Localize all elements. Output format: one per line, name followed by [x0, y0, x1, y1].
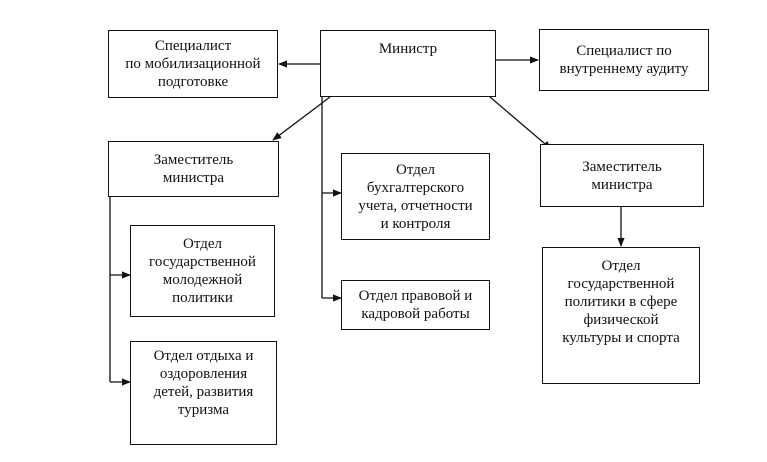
edge-minister-deputy-right — [489, 96, 552, 150]
edge-minister-deputy-left — [272, 96, 331, 141]
node-children-tourism-dept: Отдел отдыха и оздоровления детей, разви… — [130, 341, 277, 445]
node-audit-specialist: Специалист по внутреннему аудиту — [539, 29, 709, 91]
node-accounting-dept: Отдел бухгалтерского учета, отчетности и… — [341, 153, 490, 240]
node-deputy-right: Заместитель министра — [540, 144, 704, 207]
node-mobilization-specialist: Специалист по мобилизационной подготовке — [108, 30, 278, 98]
node-legal-hr-dept: Отдел правовой и кадровой работы — [341, 280, 490, 330]
node-deputy-left: Заместитель министра — [108, 141, 279, 197]
node-youth-policy-dept: Отдел государственной молодежной политик… — [130, 225, 275, 317]
node-sports-policy-dept: Отдел государственной политики в сфере ф… — [542, 247, 700, 384]
node-minister: Министр — [320, 30, 496, 97]
